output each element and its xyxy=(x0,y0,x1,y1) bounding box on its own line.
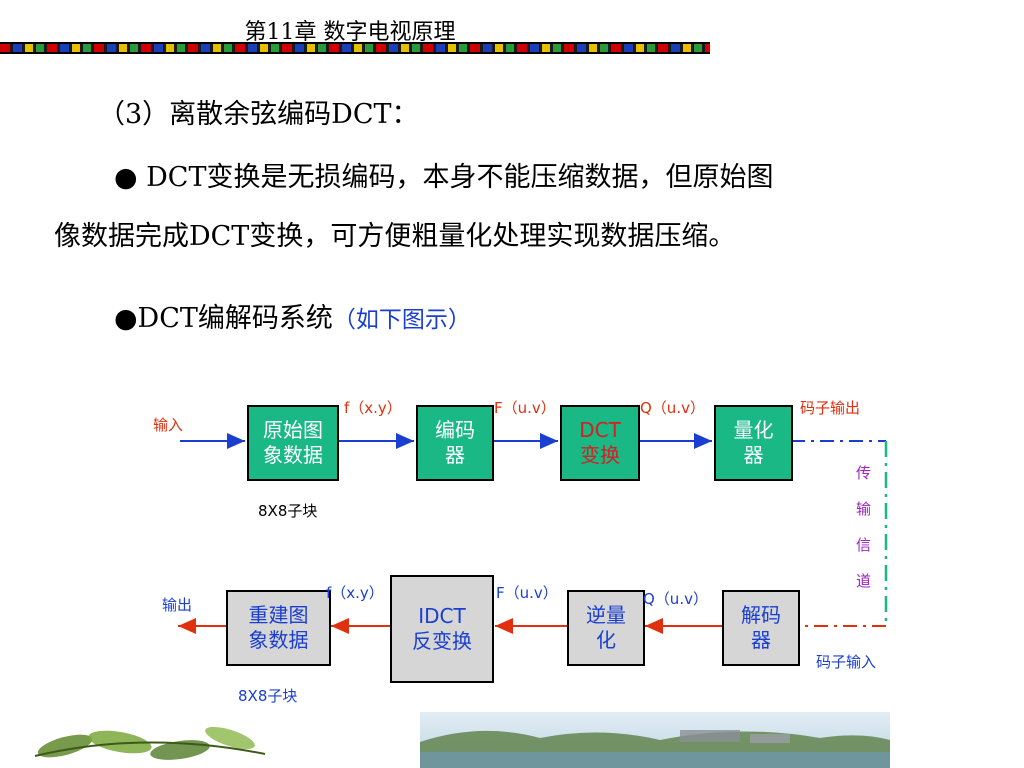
bullet-1-line-1: ● DCT变换是无损编码，本身不能压缩数据，但原始图 xyxy=(114,162,774,193)
box-quantizer-label: 量化 器 xyxy=(733,418,774,467)
box-dct-transform-label: DCT 变换 xyxy=(579,418,621,467)
encoder-output-label: 码子输出 xyxy=(800,399,861,417)
decoder-signal-Quv: Q（u.v） xyxy=(643,590,708,608)
box-idct-inverse-transform: IDCT 反变换 xyxy=(390,575,494,683)
encoder-block-note: 8X8子块 xyxy=(258,502,318,520)
bullet-2-text: ●DCT编解码系统 xyxy=(114,303,333,334)
decoder-block-note: 8X8子块 xyxy=(238,687,298,705)
box-original-image-data: 原始图 象数据 xyxy=(247,405,339,481)
box-idct-inverse-transform-label: IDCT 反变换 xyxy=(412,604,472,653)
box-decoder: 解码 器 xyxy=(722,590,800,666)
bullet-2: ●DCT编解码系统（如下图示） xyxy=(114,296,471,335)
box-dct-transform: DCT 变换 xyxy=(560,405,640,481)
header-decorative-bar xyxy=(0,42,710,54)
slide-header-title: 第11章 数字电视原理 xyxy=(244,20,456,45)
box-inverse-quantizer-label: 逆量 化 xyxy=(586,603,626,652)
encoder-input-label: 输入 xyxy=(153,416,184,434)
encoder-signal-fxy: f（x.y） xyxy=(344,399,402,417)
channel-char-4: 道 xyxy=(856,572,872,590)
box-reconstructed-image-data-label: 重建图 象数据 xyxy=(248,603,309,652)
section-heading: （3）离散余弦编码DCT： xyxy=(98,99,419,130)
channel-char-3: 信 xyxy=(856,536,872,554)
box-encoder-label: 编码 器 xyxy=(435,418,475,467)
bullet-1-line-2: 像数据完成DCT变换，可方便粗量化处理实现数据压缩。 xyxy=(54,221,736,252)
decoder-signal-Fuv: F（u.v） xyxy=(496,584,558,602)
box-inverse-quantizer: 逆量 化 xyxy=(567,590,645,666)
box-reconstructed-image-data: 重建图 象数据 xyxy=(226,590,331,666)
decorative-leaves-image xyxy=(34,726,266,760)
box-encoder: 编码 器 xyxy=(416,405,494,481)
decorative-landscape-image xyxy=(420,712,890,768)
decoder-signal-fxy: f（x.y） xyxy=(326,584,384,602)
decoder-input-label: 码子输入 xyxy=(816,653,877,671)
box-quantizer: 量化 器 xyxy=(714,405,793,481)
encoder-signal-Fuv: F（u.v） xyxy=(494,399,556,417)
channel-char-2: 输 xyxy=(856,500,872,518)
channel-char-1: 传 xyxy=(856,464,872,482)
decoder-output-label: 输出 xyxy=(162,596,193,614)
box-original-image-data-label: 原始图 象数据 xyxy=(263,418,323,467)
bullet-2-hint: （如下图示） xyxy=(332,307,471,333)
box-decoder-label: 解码 器 xyxy=(741,603,781,652)
encoder-signal-Quv: Q（u.v） xyxy=(640,399,705,417)
